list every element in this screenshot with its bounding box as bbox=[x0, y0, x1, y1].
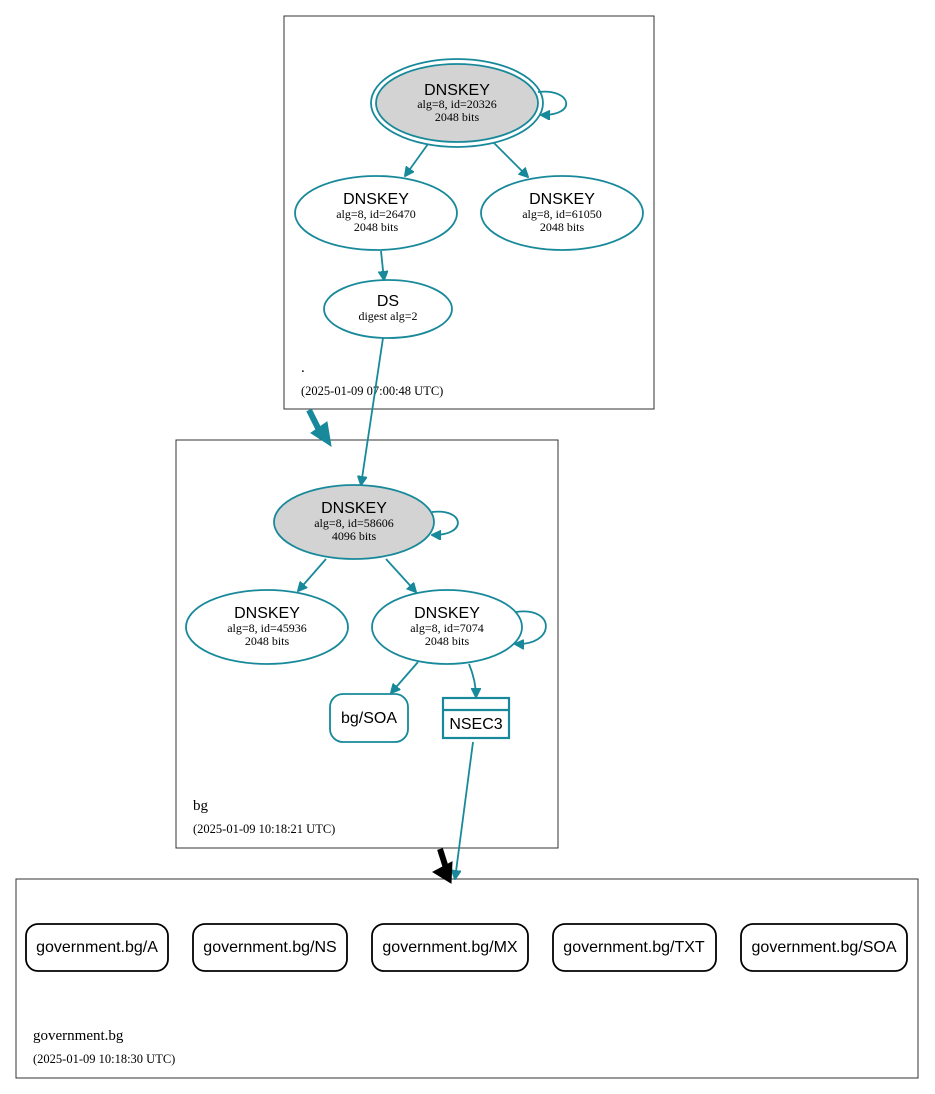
record-government-a-label: government.bg/A bbox=[36, 939, 158, 956]
node-bg-key1-type: DNSKEY bbox=[234, 605, 300, 622]
edge-root-ksk-self bbox=[537, 90, 568, 115]
edges bbox=[298, 90, 568, 884]
edge-delegation-root-bg-head bbox=[310, 421, 332, 448]
node-root-zsk2-bits: 2048 bits bbox=[540, 220, 585, 234]
node-root-ksk-bits: 2048 bits bbox=[435, 110, 480, 124]
record-government-soa-label: government.bg/SOA bbox=[752, 939, 897, 956]
edge-bg-key2-soa bbox=[391, 661, 419, 693]
edge-bg-ksk-key2 bbox=[385, 558, 416, 592]
node-bg-key2: DNSKEY alg=8, id=7074 2048 bits bbox=[371, 589, 523, 665]
node-bg-key2-alg: alg=8, id=7074 bbox=[410, 621, 484, 635]
node-root-ds-digest: digest alg=2 bbox=[358, 309, 417, 323]
node-root-ksk: DNSKEY alg=8, id=20326 2048 bits bbox=[370, 58, 544, 148]
edge-delegation-bg-government-head bbox=[431, 861, 453, 884]
node-root-ksk-alg: alg=8, id=20326 bbox=[417, 97, 497, 111]
edge-root-ksk-zsk1 bbox=[405, 143, 429, 176]
zone-government: government.bg (2025-01-09 10:18:30 UTC) bbox=[15, 878, 919, 1079]
edge-bg-key2-self bbox=[515, 610, 547, 644]
edge-ds-bg-ksk bbox=[361, 337, 384, 485]
record-government-txt-label: government.bg/TXT bbox=[563, 939, 705, 956]
zone-bg-name: bg bbox=[193, 798, 209, 814]
node-bg-ksk-alg: alg=8, id=58606 bbox=[314, 516, 394, 530]
record-government-txt: government.bg/TXT bbox=[552, 923, 717, 972]
edge-bg-ksk-key1 bbox=[298, 558, 327, 591]
node-bg-key1: DNSKEY alg=8, id=45936 2048 bits bbox=[185, 589, 349, 665]
node-root-zsk2-alg: alg=8, id=61050 bbox=[522, 207, 602, 221]
record-government-ns: government.bg/NS bbox=[192, 923, 348, 972]
node-root-zsk1-alg: alg=8, id=26470 bbox=[336, 207, 416, 221]
edge-nsec3-government bbox=[455, 741, 474, 879]
edge-delegation-bg-government bbox=[437, 848, 449, 869]
edge-root-ksk-zsk2 bbox=[493, 142, 528, 177]
record-government-a: government.bg/A bbox=[25, 923, 169, 972]
node-bg-nsec3: NSEC3 bbox=[441, 696, 511, 740]
node-bg-key1-bits: 2048 bits bbox=[245, 634, 290, 648]
zone-government-name: government.bg bbox=[33, 1028, 124, 1044]
node-root-zsk1: DNSKEY alg=8, id=26470 2048 bits bbox=[294, 175, 458, 251]
record-government-soa: government.bg/SOA bbox=[740, 923, 908, 972]
record-government-mx: government.bg/MX bbox=[371, 923, 529, 972]
zone-root-name: . bbox=[301, 360, 305, 376]
node-root-ds-type: DS bbox=[377, 293, 399, 310]
edge-bg-key2-nsec3 bbox=[468, 663, 476, 697]
record-government-mx-label: government.bg/MX bbox=[382, 939, 518, 956]
node-bg-ksk-bits: 4096 bits bbox=[332, 529, 377, 543]
node-bg-ksk-type: DNSKEY bbox=[321, 500, 387, 517]
node-root-zsk1-type: DNSKEY bbox=[343, 191, 409, 208]
edge-root-zsk1-ds bbox=[381, 250, 384, 280]
node-root-zsk1-bits: 2048 bits bbox=[354, 220, 399, 234]
zone-root-timestamp: (2025-01-09 07:00:48 UTC) bbox=[301, 384, 443, 398]
node-bg-nsec3-label: NSEC3 bbox=[449, 716, 502, 733]
node-bg-key2-type: DNSKEY bbox=[414, 605, 480, 622]
zone-root: . (2025-01-09 07:00:48 UTC) bbox=[283, 15, 655, 410]
zone-bg-timestamp: (2025-01-09 10:18:21 UTC) bbox=[193, 822, 335, 836]
node-root-zsk2: DNSKEY alg=8, id=61050 2048 bits bbox=[480, 175, 644, 251]
zone-government-timestamp: (2025-01-09 10:18:30 UTC) bbox=[33, 1052, 175, 1066]
node-bg-soa-label: bg/SOA bbox=[341, 710, 397, 727]
node-bg-soa: bg/SOA bbox=[329, 693, 409, 743]
node-root-ds: DS digest alg=2 bbox=[323, 279, 453, 339]
edge-bg-ksk-self bbox=[432, 510, 459, 535]
node-root-ksk-type: DNSKEY bbox=[424, 82, 490, 99]
record-government-ns-label: government.bg/NS bbox=[203, 939, 336, 956]
node-bg-key1-alg: alg=8, id=45936 bbox=[227, 621, 307, 635]
node-bg-key2-bits: 2048 bits bbox=[425, 634, 470, 648]
node-bg-ksk: DNSKEY alg=8, id=58606 4096 bits bbox=[273, 484, 435, 560]
node-root-zsk2-type: DNSKEY bbox=[529, 191, 595, 208]
